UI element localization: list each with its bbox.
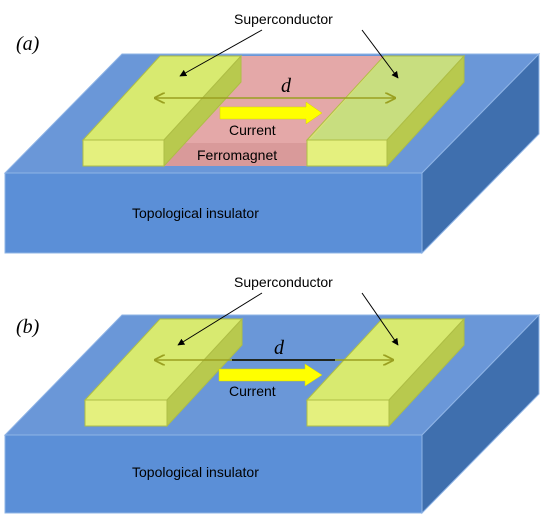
sc-left-front-b — [84, 399, 168, 427]
superconductor-label-b: Superconductor — [234, 274, 333, 290]
sc-pointer-left-a — [179, 29, 263, 77]
substrate-label-b: Topological insulator — [132, 464, 259, 480]
sc-pointer-right-b — [361, 292, 399, 346]
sc-pointer-left-b — [177, 292, 263, 346]
ti-side-face-b — [421, 313, 540, 515]
sc-right-front-b — [306, 399, 390, 427]
current-label-a: Current — [229, 122, 276, 138]
current-arrow-b — [218, 363, 323, 387]
substrate-label-a: Topological insulator — [132, 205, 259, 221]
ferromagnet-front-a — [163, 143, 307, 166]
sc-left-side-b — [166, 317, 243, 428]
sc-right-side-a — [386, 54, 465, 168]
distance-label-a: d — [281, 75, 292, 97]
panel-b: (b) d Current Superconductor — [3, 274, 541, 515]
panel-a-tag: (a) — [16, 33, 40, 55]
superconductor-label-a: Superconductor — [234, 11, 333, 27]
sc-pointer-right-a — [361, 29, 399, 79]
sc-left-front-a — [82, 139, 165, 167]
panel-a: (a) d Current Ferromagnet — [3, 11, 541, 255]
sc-right-side-b — [388, 317, 465, 428]
distance-label-b: d — [274, 337, 285, 359]
sc-left-side-a — [163, 54, 242, 168]
current-label-b: Current — [229, 383, 276, 399]
ti-side-face-a — [421, 52, 540, 255]
panel-b-tag: (b) — [16, 316, 40, 338]
sc-right-front-a — [306, 139, 388, 167]
ferromagnet-label-a: Ferromagnet — [197, 147, 277, 163]
current-arrow-a — [219, 101, 323, 125]
